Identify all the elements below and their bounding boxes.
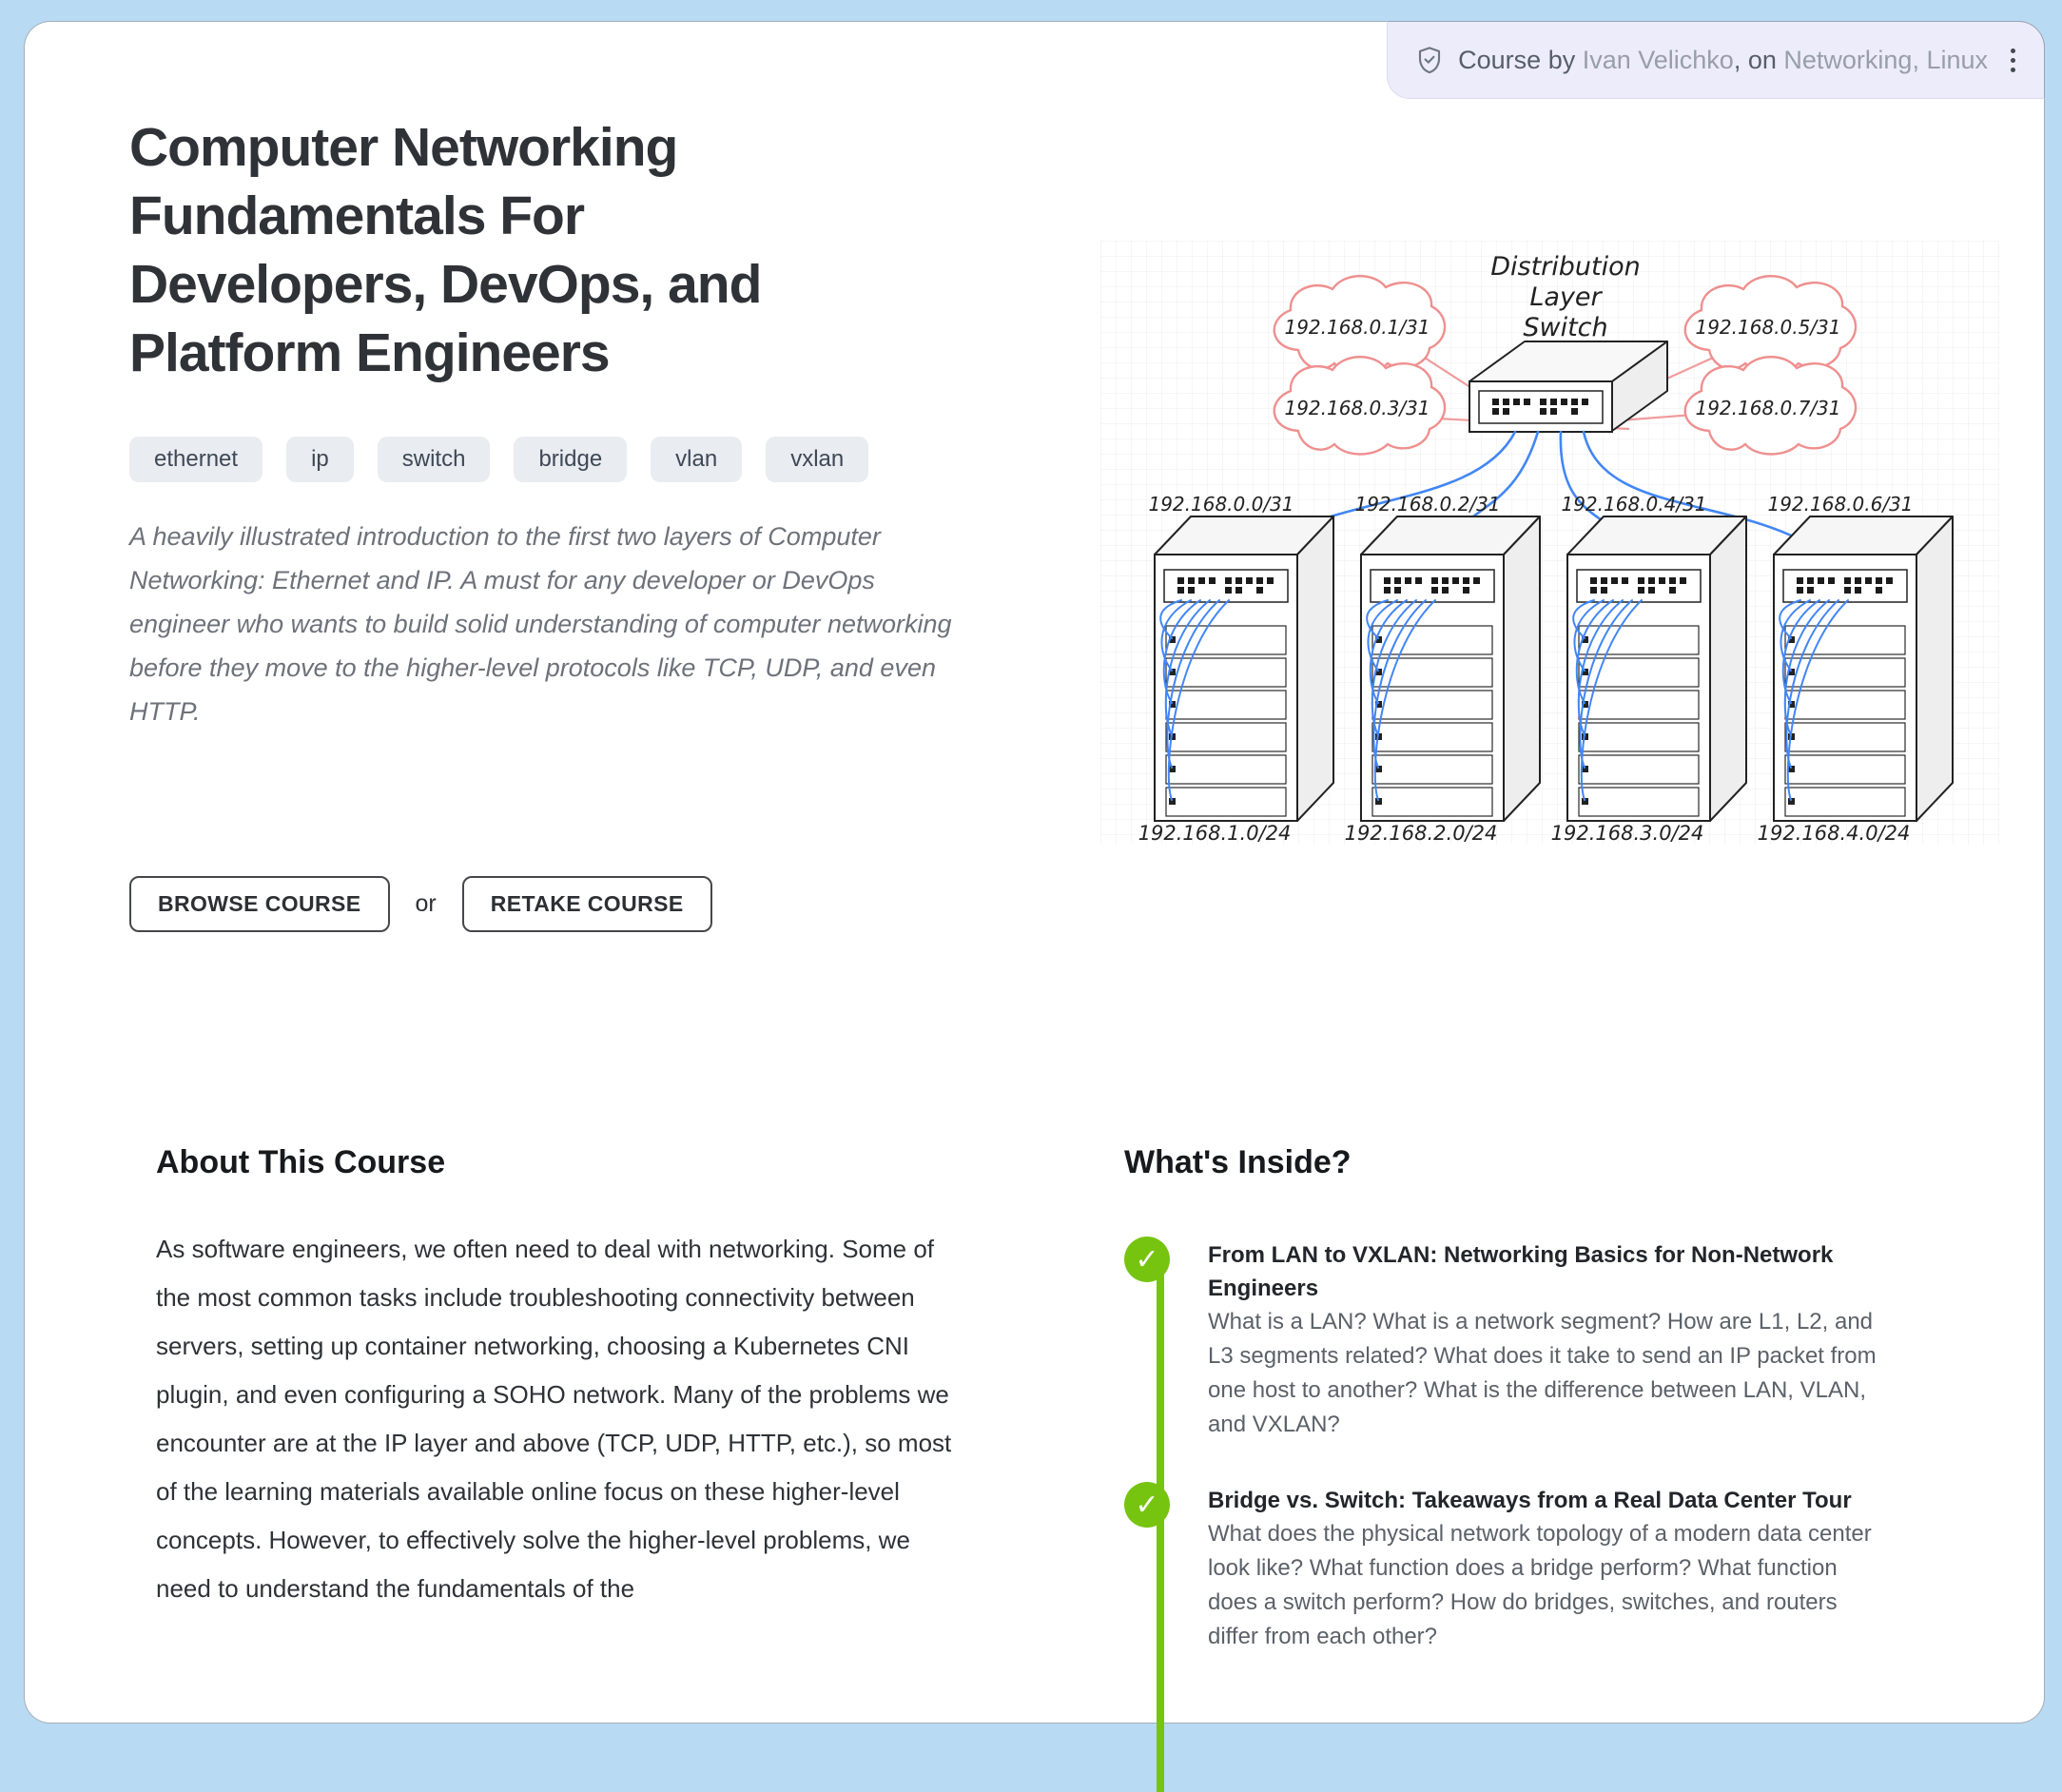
timeline-connector (1157, 1259, 1164, 1792)
svg-text:192.168.0.0/31: 192.168.0.0/31 (1148, 493, 1294, 516)
svg-text:192.168.0.2/31: 192.168.0.2/31 (1354, 493, 1500, 516)
kebab-menu-icon[interactable] (2011, 48, 2015, 72)
tag-ip[interactable]: ip (286, 437, 354, 482)
page-title: Computer Networking Fundamentals For Dev… (129, 117, 762, 383)
retake-course-button[interactable]: RETAKE COURSE (461, 876, 712, 932)
topic-link-networking[interactable]: Networking (1783, 45, 1913, 74)
tag-list: ethernet ip switch bridge vlan vxlan (129, 437, 869, 482)
about-section: About This Course As software engineers,… (156, 1144, 964, 1613)
action-row: BROWSE COURSE or RETAKE COURSE (129, 876, 712, 932)
check-circle-icon: ✓ (1124, 1482, 1170, 1528)
lesson-description: What does the physical network topology … (1208, 1521, 1872, 1649)
distribution-switch (1469, 341, 1668, 433)
about-body: As software engineers, we often need to … (156, 1235, 952, 1603)
tag-switch[interactable]: switch (377, 437, 491, 482)
svg-text:Switch: Switch (1523, 313, 1607, 342)
svg-text:192.168.0.7/31: 192.168.0.7/31 (1695, 397, 1840, 419)
tag-vlan[interactable]: vlan (651, 437, 743, 482)
uplink-labels: 192.168.0.0/31 192.168.0.2/31 192.168.0.… (1148, 493, 1913, 516)
svg-text:192.168.0.3/31: 192.168.0.3/31 (1284, 397, 1430, 419)
svg-text:192.168.0.4/31: 192.168.0.4/31 (1561, 493, 1706, 516)
svg-text:192.168.0.5/31: 192.168.0.5/31 (1695, 316, 1840, 339)
list-item[interactable]: ✓ From LAN to VXLAN: Networking Basics f… (1124, 1237, 1914, 1442)
svg-text:Distribution: Distribution (1490, 252, 1641, 282)
switch-title: Distribution Layer Switch (1490, 252, 1641, 342)
svg-text:Layer: Layer (1529, 282, 1603, 312)
tag-bridge[interactable]: bridge (514, 437, 628, 482)
tag-ethernet[interactable]: ethernet (129, 437, 263, 482)
shield-check-icon (1414, 45, 1445, 75)
course-description: A heavily illustrated introduction to th… (129, 522, 952, 726)
course-meta-badge: Course by Ivan Velichko, on Networking, … (1387, 21, 2045, 99)
topic-link-linux[interactable]: Linux (1926, 45, 1988, 74)
svg-text:192.168.2.0/24: 192.168.2.0/24 (1345, 822, 1498, 845)
lesson-title: Bridge vs. Switch: Takeaways from a Real… (1208, 1488, 1852, 1513)
or-label: or (415, 890, 437, 917)
whats-inside-heading: What's Inside? (1124, 1144, 1352, 1180)
tag-vxlan[interactable]: vxlan (766, 437, 869, 482)
list-item[interactable]: ✓ Bridge vs. Switch: Takeaways from a Re… (1124, 1482, 1914, 1654)
svg-text:192.168.1.0/24: 192.168.1.0/24 (1138, 822, 1292, 845)
author-link[interactable]: Ivan Velichko (1582, 45, 1734, 74)
cloud-labels: 192.168.0.1/31 192.168.0.3/31 192.168.0.… (1284, 316, 1840, 419)
svg-text:192.168.4.0/24: 192.168.4.0/24 (1758, 822, 1911, 845)
course-illustration: Distribution Layer Switch (1100, 241, 1999, 845)
svg-text:192.168.3.0/24: 192.168.3.0/24 (1551, 822, 1704, 845)
browse-course-button[interactable]: BROWSE COURSE (129, 876, 390, 932)
svg-text:192.168.0.6/31: 192.168.0.6/31 (1767, 493, 1913, 516)
badge-text: Course by Ivan Velichko, on Networking, … (1458, 45, 1988, 74)
whats-inside-section: What's Inside? ✓ From LAN to VXLAN: Netw… (1124, 1144, 1914, 1792)
about-heading: About This Course (156, 1144, 446, 1180)
svg-text:192.168.0.1/31: 192.168.0.1/31 (1284, 316, 1430, 339)
course-page-card: Course by Ivan Velichko, on Networking, … (24, 21, 2045, 1792)
lesson-title: From LAN to VXLAN: Networking Basics for… (1208, 1242, 1834, 1301)
check-circle-icon: ✓ (1124, 1237, 1170, 1282)
lesson-timeline: ✓ From LAN to VXLAN: Networking Basics f… (1124, 1237, 1914, 1792)
lesson-description: What is a LAN? What is a network segment… (1208, 1309, 1877, 1437)
subnet-labels: 192.168.1.0/24 192.168.2.0/24 192.168.3.… (1138, 822, 1911, 845)
